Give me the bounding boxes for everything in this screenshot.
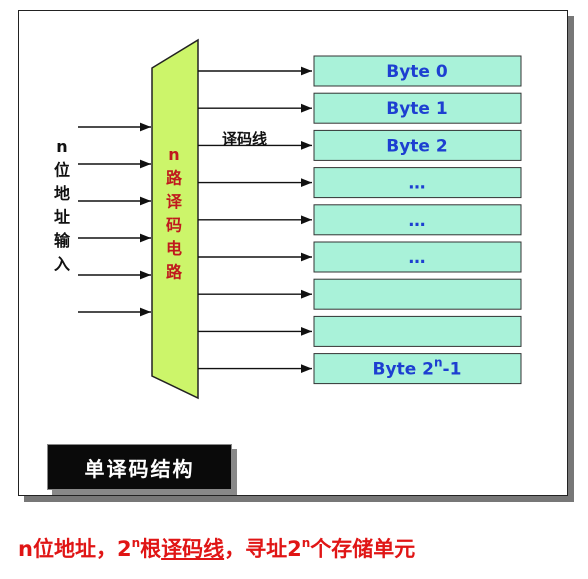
vertical-label-char: 入 (54, 255, 70, 274)
cell-label-main: Byte 2 (386, 136, 447, 156)
cell-label-main: … (409, 211, 426, 231)
vertical-label-char: 位 (54, 161, 70, 180)
memory-cell (313, 167, 522, 199)
cell-label-main: … (409, 174, 426, 194)
memory-cell (313, 278, 522, 310)
caption-part4: 个存储单元 (310, 537, 416, 561)
decode-line-label: 译码线 (222, 130, 267, 148)
memory-cell (313, 55, 522, 87)
cell-label-suffix: -1 (443, 360, 462, 380)
memory-cell (313, 353, 522, 385)
vertical-label-char: 电 (166, 239, 182, 258)
caption-part1: n位地址，2 (18, 537, 132, 561)
memory-cell-label: … (409, 211, 426, 231)
cell-label-main: Byte 2 (373, 360, 434, 380)
memory-cell-label: Byte 1 (386, 99, 447, 119)
vertical-label-char: 译 (166, 192, 183, 211)
memory-cell (313, 204, 522, 236)
memory-cell (313, 129, 522, 161)
caption-sup1: n (131, 536, 141, 550)
memory-cell-label: … (409, 248, 426, 268)
vertical-label-char: 码 (166, 216, 182, 235)
address-input-lines (78, 122, 151, 317)
cell-label-main: Byte 0 (386, 62, 448, 82)
caption-part3: ，寻址2 (224, 537, 302, 561)
memory-cell-label: Byte 0 (386, 62, 448, 82)
vertical-label-char: n (56, 137, 67, 156)
caption: n位地址，2n根译码线，寻址2n个存储单元 (18, 533, 578, 563)
memory-cell-label: Byte 2n-1 (373, 356, 462, 380)
vertical-label-char: 输 (54, 231, 71, 250)
cell-label-main: … (409, 248, 426, 268)
memory-cell (313, 241, 522, 273)
memory-cell (313, 92, 522, 124)
memory-cell-label: Byte 2 (386, 136, 447, 156)
caption-sup2: n (301, 536, 311, 550)
vertical-label-char: n (168, 145, 179, 164)
decode-output-lines (198, 66, 312, 374)
vertical-label-char: 路 (166, 169, 183, 188)
vertical-label-char: 路 (166, 263, 183, 282)
memory-cell-label: … (409, 174, 426, 194)
vertical-label-char: 地 (54, 184, 70, 203)
decoder-block (151, 38, 199, 400)
cell-label-main: Byte 1 (386, 99, 447, 119)
structure-title: 单译码结构 (47, 444, 232, 490)
memory-cell (313, 315, 522, 347)
caption-decode-lines: 译码线 (161, 537, 225, 561)
vertical-label-char: 址 (54, 208, 70, 227)
caption-part2: 根 (140, 537, 162, 561)
cell-label-sup: n (434, 356, 443, 370)
